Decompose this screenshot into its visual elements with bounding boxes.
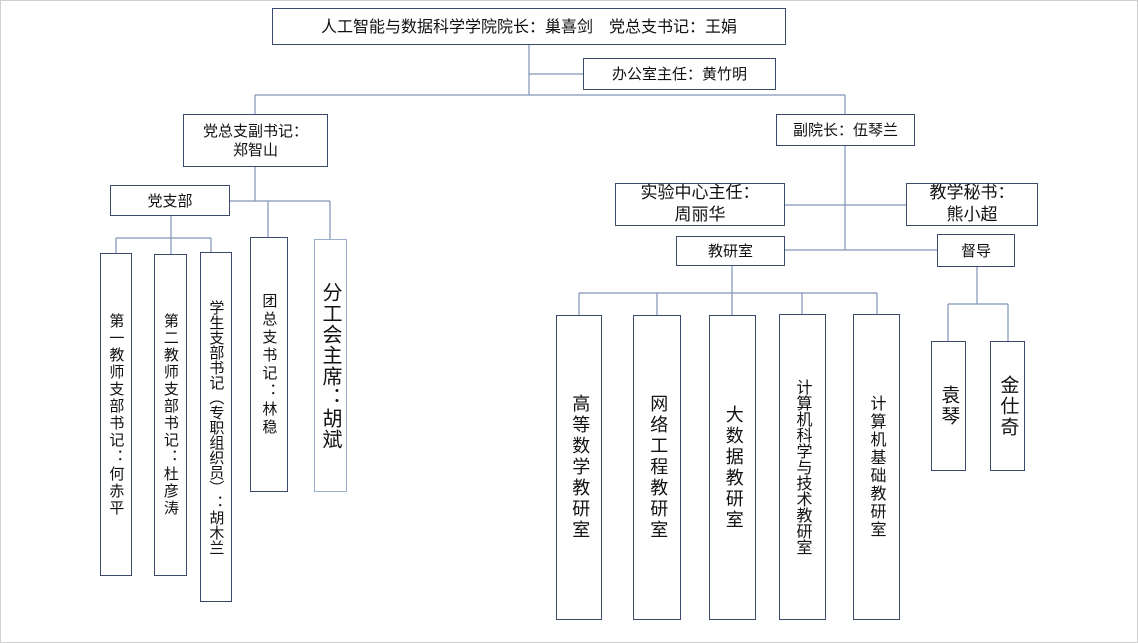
dean-box: 人工智能与数据科学学院院长：巢喜剑 党总支书记：王娟 — [272, 8, 786, 45]
teaching-office-box: 教研室 — [676, 236, 785, 266]
youth-league-label: 团总支书记：林稳 — [260, 292, 279, 437]
student-branch-box: 学生支部书记（专职组织员）：胡木兰 — [200, 252, 232, 602]
union-label: 分工会主席：胡斌 — [319, 281, 343, 450]
supervision-label: 督导 — [960, 241, 991, 260]
union-box: 分工会主席：胡斌 — [314, 239, 347, 492]
deputy-secretary-name: 郑智山 — [232, 140, 278, 159]
math-office-label: 高等数学教研室 — [569, 394, 591, 541]
network-office-label: 网络工程教研室 — [647, 394, 669, 541]
cs-office-label: 计算机科学与技术教研室 — [793, 379, 813, 555]
supervisor-2-label: 金仕奇 — [997, 374, 1020, 438]
computer-basic-office-box: 计算机基础教研室 — [853, 314, 900, 620]
computer-basic-office-label: 计算机基础教研室 — [867, 395, 887, 539]
teaching-secretary-box: 教学秘书： 熊小超 — [906, 183, 1038, 226]
deputy-secretary-box: 党总支副书记： 郑智山 — [183, 114, 328, 167]
vice-dean-label: 副院长：伍琴兰 — [792, 121, 898, 139]
supervisor-1-box: 袁琴 — [931, 341, 966, 471]
lab-director-title: 实验中心主任： — [640, 183, 760, 204]
supervisor-1-label: 袁琴 — [938, 385, 961, 427]
bigdata-office-label: 大数据教研室 — [722, 404, 744, 531]
bigdata-office-box: 大数据教研室 — [709, 315, 756, 620]
math-office-box: 高等数学教研室 — [556, 315, 602, 620]
teaching-secretary-name: 熊小超 — [946, 204, 998, 225]
office-director-label: 办公室主任：黄竹明 — [611, 65, 747, 83]
supervision-box: 督导 — [937, 234, 1015, 267]
supervisor-2-box: 金仕奇 — [990, 341, 1025, 471]
teacher-branch-1-box: 第一教师支部书记：何赤平 — [100, 253, 132, 576]
party-branch-box: 党支部 — [110, 185, 230, 216]
lab-director-box: 实验中心主任： 周丽华 — [615, 183, 785, 226]
deputy-secretary-title: 党总支副书记： — [202, 121, 308, 140]
cs-office-box: 计算机科学与技术教研室 — [779, 314, 826, 620]
student-branch-label: 学生支部书记（专职组织员）：胡木兰 — [207, 299, 226, 555]
dean-label: 人工智能与数据科学学院院长：巢喜剑 党总支书记：王娟 — [320, 16, 737, 36]
teaching-secretary-title: 教学秘书： — [929, 183, 1015, 204]
youth-league-box: 团总支书记：林稳 — [250, 237, 288, 492]
vice-dean-box: 副院长：伍琴兰 — [776, 114, 915, 146]
office-director-box: 办公室主任：黄竹明 — [583, 58, 776, 90]
teaching-office-label: 教研室 — [707, 242, 753, 260]
teacher-branch-1-label: 第一教师支部书记：何赤平 — [107, 312, 126, 517]
party-branch-label: 党支部 — [147, 191, 193, 210]
teacher-branch-2-label: 第二教师支部书记：杜彦涛 — [161, 313, 180, 517]
network-office-box: 网络工程教研室 — [633, 315, 681, 620]
teacher-branch-2-box: 第二教师支部书记：杜彦涛 — [154, 254, 187, 576]
lab-director-name: 周丽华 — [674, 204, 726, 225]
